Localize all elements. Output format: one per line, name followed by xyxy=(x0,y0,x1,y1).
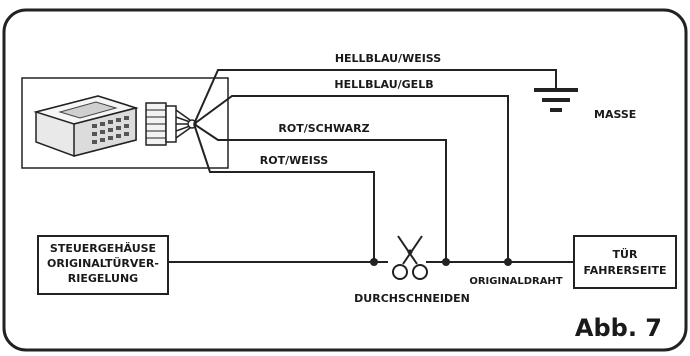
wire-rot-weiss xyxy=(193,123,375,262)
label-rot-weiss: ROT/WEISS xyxy=(260,154,329,167)
left-box-line2: ORIGINALTÜRVER- xyxy=(47,256,159,270)
original-wire-label: ORIGINALDRAHT xyxy=(469,276,562,287)
ground-label: MASSE xyxy=(594,108,636,121)
junction-dot xyxy=(504,258,512,266)
label-hellblau-gelb: HELLBLAU/GELB xyxy=(334,78,433,91)
right-box-line2: FAHRERSEITE xyxy=(584,264,667,277)
label-hellblau-weiss: HELLBLAU/WEISS xyxy=(335,52,441,65)
left-box-line1: STEUERGEHÄUSE xyxy=(50,241,156,255)
right-box-line1: TÜR xyxy=(613,247,638,261)
junction-dot xyxy=(370,258,378,266)
wire-rot-schwarz xyxy=(193,123,447,262)
left-box-line3: RIEGELUNG xyxy=(68,272,138,285)
cut-label: DURCHSCHNEIDEN xyxy=(354,292,470,305)
left-control-box xyxy=(37,235,169,295)
control-module-image xyxy=(21,77,229,169)
right-door-box xyxy=(573,235,677,289)
ground-icon xyxy=(534,88,578,112)
wire-hellblau-weiss xyxy=(193,69,557,125)
figure-label: Abb. 7 xyxy=(575,314,662,342)
junction-dot xyxy=(442,258,450,266)
wire-hellblau-gelb xyxy=(193,95,509,262)
scissors-icon xyxy=(392,235,428,280)
label-rot-schwarz: ROT/SCHWARZ xyxy=(278,122,369,135)
